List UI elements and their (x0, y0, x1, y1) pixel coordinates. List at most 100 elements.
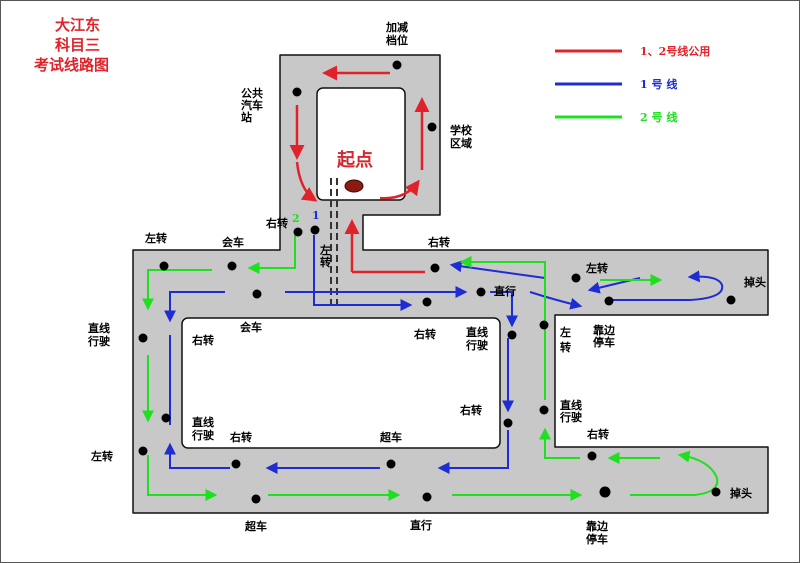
label-park-a-1: 靠边 (593, 323, 616, 337)
line1-marker: 1 (312, 209, 320, 222)
label-straight-a-1: 直线 (88, 321, 110, 335)
checkpoint-dot (507, 330, 517, 340)
start-marker (344, 179, 364, 193)
line1-arrow-left-up (164, 442, 230, 469)
shared-route (289, 65, 430, 274)
checkpoint-dot (227, 261, 237, 271)
checkpoint-dot (293, 227, 303, 237)
checkpoint-dot (539, 405, 549, 415)
checkpoint-dot (539, 320, 549, 330)
label-left-turn-e: 左转 (90, 449, 113, 463)
checkpoint-dot (138, 333, 148, 343)
label-right-turn-c: 右转 (191, 333, 214, 347)
checkpoint-dot (604, 296, 614, 306)
label-meet-car-b: 会车 (240, 320, 262, 334)
checkpoint-dot (587, 451, 597, 461)
checkpoint-dot (503, 418, 513, 428)
label-left-turn-d-2: 转 (560, 340, 571, 354)
label-bus-2: 汽车 (241, 98, 263, 112)
label-park-b-2: 停车 (586, 532, 608, 546)
label-straight-b-2: 行驶 (465, 338, 489, 352)
checkpoint-dot (138, 446, 148, 456)
line2-arrow-top-right (459, 256, 546, 330)
checkpoint-dot (711, 487, 721, 497)
line2-arrow-right-up (539, 427, 580, 459)
label-straight-e-2: 行驶 (559, 410, 583, 424)
label-right-turn-f: 右转 (229, 430, 252, 444)
line2-marker: 2 (292, 212, 300, 225)
checkpoint-dot (386, 459, 396, 469)
label-bus-1: 公共 (241, 86, 263, 100)
label-left-turn-a-2: 转 (320, 255, 331, 269)
line1-arrow-left-down (164, 291, 225, 323)
main-inner-island (181, 317, 501, 449)
labels: 加减 档位 公共 汽车 站 学校 区域 右转 左 转 右转 左转 会车 直线 行… (87, 20, 766, 546)
label-park-a-2: 停车 (593, 335, 615, 349)
line1-arrow-bottom-left-a (437, 430, 509, 474)
label-school-2: 区域 (450, 136, 472, 150)
label-right-turn-d: 右转 (413, 327, 436, 341)
checkpoints (138, 60, 736, 504)
label-u-turn-b: 掉头 (730, 486, 752, 500)
upper-inner-island (316, 87, 406, 201)
label-u-turn-a: 掉头 (744, 275, 766, 289)
label-straight-c: 直行 (494, 284, 516, 298)
checkpoint-dot (726, 295, 736, 305)
line2-arrow-bottom-right-a (147, 455, 218, 501)
shared-arrow-bottom-left (295, 161, 318, 202)
label-bus-3: 站 (241, 110, 252, 124)
label-straight-f: 直行 (410, 518, 432, 532)
line2-route (142, 235, 719, 501)
checkpoint-dot (571, 273, 581, 283)
label-right-turn-e: 右转 (459, 403, 482, 417)
label-upshift-1: 加减 (385, 20, 408, 34)
title-line-3: 考试线路图 (34, 56, 109, 74)
checkpoint-dot (251, 494, 261, 504)
checkpoint-dot (161, 413, 171, 423)
label-right-turn-g: 右转 (586, 427, 609, 441)
shared-arrow-bottom-right (379, 179, 420, 200)
checkpoint-dot (430, 263, 440, 273)
label-left-turn-c: 左转 (585, 261, 608, 275)
label-right-turn-a: 右转 (265, 216, 288, 230)
label-overtake-b: 超车 (244, 519, 267, 533)
checkpoint-dot (427, 122, 437, 132)
checkpoint-dot (292, 87, 302, 97)
checkpoint-dot (159, 261, 169, 271)
line2-arrow-top-left (247, 235, 296, 274)
legend-label-shared: 1、2号线公用 (640, 44, 710, 58)
label-upshift-2: 档位 (386, 33, 408, 47)
line2-arrow-uturn-loop (677, 450, 719, 496)
checkpoint-dot (422, 492, 432, 502)
line1-arrow-down-right (313, 235, 413, 311)
label-left-turn-d-1: 左 (559, 325, 571, 339)
legend-label-line2: 2 号 线 (640, 110, 677, 124)
label-straight-b-1: 直线 (466, 325, 488, 339)
label-park-b-1: 靠边 (586, 519, 609, 533)
legend: 1、2号线公用 1 号 线 2 号 线 (555, 44, 710, 124)
start-label: 起点 (336, 149, 373, 171)
checkpoint-dot (392, 60, 402, 70)
checkpoint-dot (231, 459, 241, 469)
checkpoint-dot (310, 225, 320, 235)
checkpoint-dot (422, 297, 432, 307)
title-line-1: 大江东 (55, 16, 100, 34)
line1-arrow-right-down (490, 291, 518, 328)
line2-arrow-left-down (142, 269, 212, 311)
checkpoint-dot (252, 289, 262, 299)
label-straight-e-1: 直线 (560, 398, 582, 412)
checkpoint-dot (599, 486, 611, 498)
line1-arrow-uturn-branch (529, 291, 583, 310)
label-straight-d-1: 直线 (192, 415, 214, 429)
legend-label-line1: 1 号 线 (640, 77, 677, 91)
line1-arrow-uturn-loop (687, 270, 724, 301)
label-straight-d-2: 行驶 (191, 428, 215, 442)
title-block: 大江东 科目三 考试线路图 (34, 16, 109, 74)
label-right-turn-b: 右转 (427, 235, 450, 249)
label-overtake-a: 超车 (379, 430, 402, 444)
label-straight-a-2: 行驶 (87, 334, 111, 348)
label-left-turn-a-1: 左 (319, 243, 331, 257)
label-school-1: 学校 (450, 123, 473, 137)
